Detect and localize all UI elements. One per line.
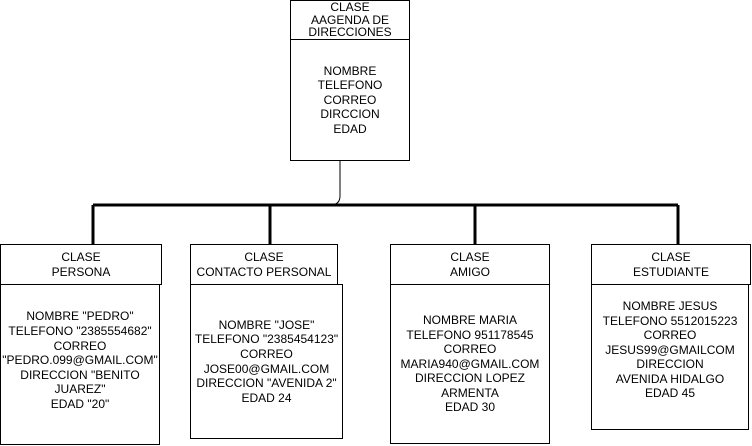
- persona-class-body: NOMBRE "PEDRO" TELEFONO "2385554682" COR…: [0, 284, 160, 445]
- contacto-body-line-3: CORREO: [240, 346, 293, 361]
- amigo-body-line-3: CORREO: [443, 342, 497, 357]
- parent-header-line-2: AAGENDA DE: [310, 12, 390, 27]
- persona-body-line-7: EDAD "20": [50, 396, 110, 411]
- estudiante-body-line-1: NOMBRE JESUS: [622, 298, 718, 313]
- parent-body-line-5: EDAD: [333, 121, 367, 136]
- amigo-body-line-4: MARIA940@GMAIL.COM: [400, 356, 540, 371]
- persona-body-line-3: CORREO: [53, 338, 107, 353]
- amigo-class-header: CLASE AMIGO: [390, 244, 550, 285]
- contacto-body-line-2: TELEFONO "2385454123": [194, 332, 339, 347]
- estudiante-body-line-3: CORREO: [643, 328, 697, 343]
- parent-body-line-2: TELEFONO: [317, 78, 383, 93]
- persona-class-header: CLASE PERSONA: [0, 244, 162, 285]
- contacto-class-body: NOMBRE "JOSE" TELEFONO "2385454123" CORR…: [190, 284, 343, 439]
- amigo-body-line-5: DIRECCION LOPEZ: [414, 371, 525, 386]
- estudiante-header-line-2: ESTUDIANTE: [632, 264, 709, 279]
- contacto-body-line-5: DIRECCION "AVENIDA 2": [196, 376, 337, 391]
- persona-body-line-2: TELEFONO "2385554682": [8, 324, 152, 339]
- estudiante-body-line-5: DIRECCION: [636, 357, 704, 372]
- amigo-header-line-1: CLASE: [450, 249, 490, 264]
- parent-body-line-1: NOMBRE: [323, 63, 377, 78]
- contacto-header-line-1: CLASE: [244, 249, 284, 264]
- inheritance-arrow: [329, 139, 344, 206]
- parent-body-line-4: DIRCCION: [320, 107, 380, 122]
- contacto-body-line-4: JOSE00@GMAIL.COM: [203, 361, 330, 376]
- amigo-body-line-6: ARMENTA: [441, 385, 499, 400]
- contacto-body-line-1: NOMBRE "JOSE": [218, 317, 315, 332]
- estudiante-body-line-6: AVENIDA HIDALGO: [615, 371, 725, 386]
- contacto-class-header: CLASE CONTACTO PERSONAL: [190, 244, 338, 285]
- amigo-body-line-2: TELEFONO 951178545: [406, 327, 534, 342]
- estudiante-class-body: NOMBRE JESUS TELEFONO 5512015223 CORREO …: [591, 284, 749, 430]
- parent-class-body: NOMBRE TELEFONO CORREO DIRCCION EDAD: [290, 39, 410, 161]
- contacto-header-line-2: CONTACTO PERSONAL: [196, 264, 332, 279]
- persona-body-line-5: DIRECCION "BENITO: [20, 367, 140, 382]
- parent-body-line-3: CORREO: [323, 92, 377, 107]
- persona-body-line-4: "PEDRO.099@GMAIL.COM": [2, 353, 158, 368]
- estudiante-body-line-7: EDAD 45: [644, 386, 696, 401]
- persona-body-line-6: JUAREZ": [54, 382, 106, 397]
- estudiante-header-line-1: CLASE: [651, 249, 691, 264]
- estudiante-class-header: CLASE ESTUDIANTE: [591, 244, 751, 285]
- amigo-body-line-7: EDAD 30: [444, 400, 496, 415]
- parent-header-line-3: DIRECCIONES: [308, 25, 392, 40]
- contacto-body-line-6: EDAD 24: [241, 390, 292, 405]
- parent-header-line-1: CLASE: [330, 0, 370, 15]
- estudiante-body-line-2: TELEFONO 5512015223: [602, 313, 738, 328]
- amigo-class-body: NOMBRE MARIA TELEFONO 951178545 CORREO M…: [390, 284, 550, 444]
- persona-header-line-2: PERSONA: [51, 264, 111, 279]
- amigo-body-line-1: NOMBRE MARIA: [422, 312, 517, 327]
- persona-header-line-1: CLASE: [61, 249, 101, 264]
- amigo-header-line-2: AMIGO: [449, 264, 490, 279]
- parent-class-header: CLASE AAGENDA DE DIRECCIONES: [290, 0, 410, 40]
- persona-body-line-1: NOMBRE "PEDRO": [26, 309, 134, 324]
- estudiante-body-line-4: JESUS99@GMAILCOM: [605, 342, 735, 357]
